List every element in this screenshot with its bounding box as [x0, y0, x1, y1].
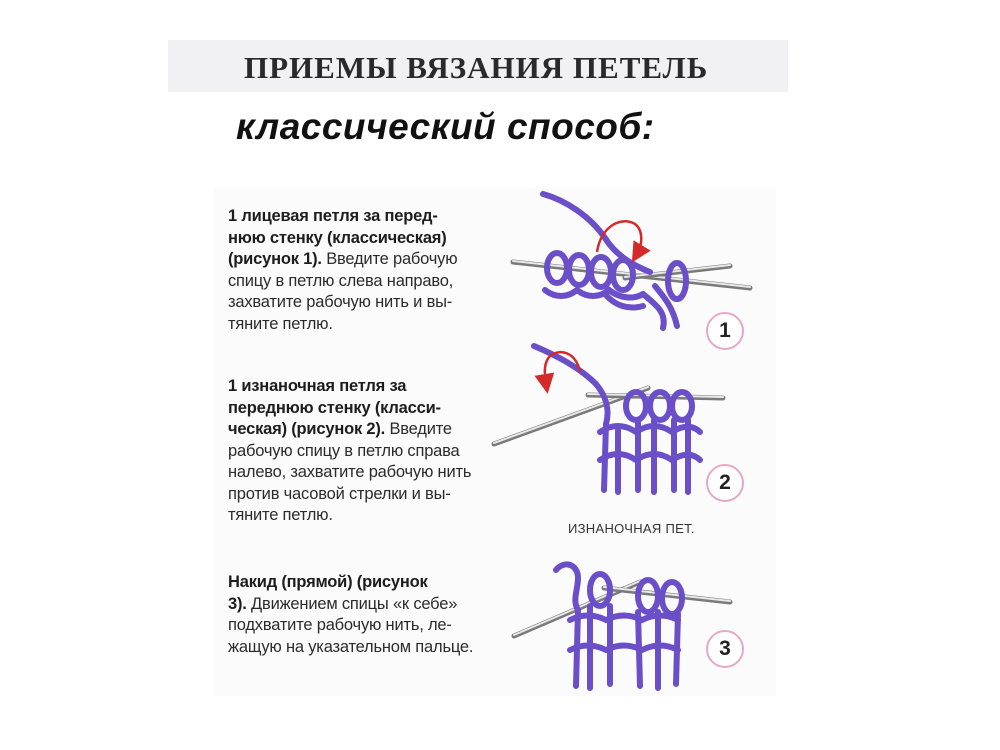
purl-stitch-illustration	[491, 343, 726, 495]
figure-number-2: 2	[706, 464, 744, 502]
text-line: 1 лицевая петля за перед-	[228, 207, 438, 225]
text-line: подхватите рабочую нить, ле-	[228, 616, 452, 634]
text-line: спицу в петлю слева направо,	[228, 271, 454, 290]
page-subtitle: классический способ:	[236, 106, 655, 147]
text-line: тяните петлю.	[228, 314, 333, 333]
text-line: нюю стенку (классическая)	[228, 228, 447, 247]
header-band	[168, 40, 788, 92]
figure-number-1: 1	[706, 312, 744, 350]
figure-caption: ИЗНАНОЧНАЯ ПЕТ.	[568, 521, 695, 536]
text-line: против часовой стрелки и вы-	[228, 484, 451, 503]
text-line: (рисунок 1). Введите рабочую	[228, 250, 458, 268]
text-line: рабочую спицу в петлю справа	[228, 441, 460, 460]
text-line: тяните петлю.	[228, 506, 333, 524]
instruction-yarn-over: Накид (прямой) (рисунок 3). Движением сп…	[228, 572, 490, 658]
text-line: жащую на указательном пальце.	[228, 637, 474, 656]
text-line: налево, захватите рабочую нить	[228, 463, 472, 481]
yarn-over-illustration	[511, 561, 733, 691]
instruction-purl-stitch: 1 изнаночная петля за переднюю стенку (к…	[228, 376, 490, 527]
text-line: 1 изнаночная петля за	[228, 377, 407, 395]
text-line: переднюю стенку (класси-	[228, 398, 441, 417]
page-title: ПРИЕМЫ ВЯЗАНИЯ ПЕТЕЛЬ	[244, 50, 709, 85]
text-line: Накид (прямой) (рисунок	[228, 573, 428, 591]
text-line: захватите рабочую нить и вы-	[228, 293, 453, 311]
text-line: ческая) (рисунок 2). Введите	[228, 420, 452, 438]
figure-number-3: 3	[706, 630, 744, 668]
text-line: 3). Движением спицы «к себе»	[228, 594, 458, 613]
knit-stitch-illustration	[510, 191, 753, 331]
instruction-knit-stitch: 1 лицевая петля за перед- нюю стенку (кл…	[228, 206, 490, 335]
